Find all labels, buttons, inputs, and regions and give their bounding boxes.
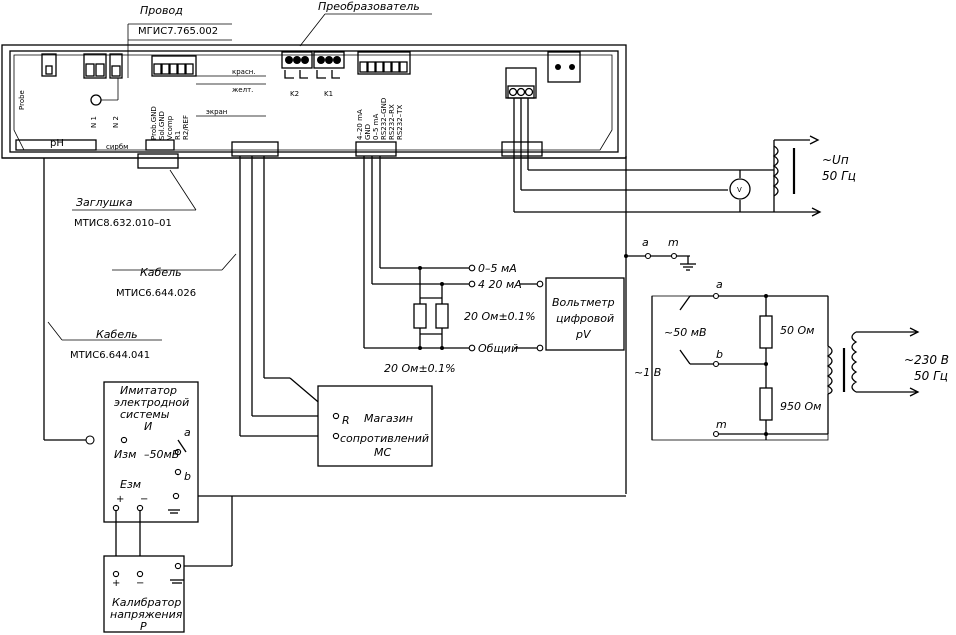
calibrator-l3: Р [140, 620, 147, 633]
col-label-0: Prob.GND [150, 106, 158, 140]
divider-in-label: ~50 мВ [664, 326, 707, 339]
term-m-div: m [716, 418, 727, 431]
r-top-label: 50 Ом [780, 324, 814, 337]
cal-minus: − [136, 578, 144, 589]
mains-hz-label: 50 Гц [914, 369, 948, 383]
probe-label: Probe [18, 90, 26, 110]
magazine-r-mark: R [342, 414, 350, 427]
term-a-div: a [716, 278, 723, 291]
wiring [43, 13, 920, 567]
imit-minus: − [140, 494, 148, 505]
imitator-l4: И [144, 420, 152, 433]
common-label: Общий [478, 342, 518, 355]
esm-label: Eзм [120, 478, 141, 491]
cal-plus: + [112, 578, 120, 589]
imitator-title: Имитатор [120, 384, 177, 397]
imit-plus: + [116, 494, 124, 505]
ekran-label: экран [206, 108, 227, 116]
ph-connector [15, 53, 175, 151]
cable-glands [137, 141, 543, 169]
magazine-l3: МС [374, 446, 391, 459]
out-label-2: 0–5 mA [372, 114, 380, 140]
out-label-5: RS232–TX [396, 105, 404, 140]
calibrator-title: Калибратор [112, 596, 181, 609]
out-label-1: GND [364, 124, 372, 140]
imitator-l2: электродной [114, 396, 189, 409]
output-terminal-block [357, 51, 411, 75]
zhelt-label: желт. [232, 86, 253, 94]
imit-mv-label: –50мВ [144, 448, 179, 461]
ph-label: pH [50, 138, 64, 149]
imit-term-b: b [184, 470, 191, 483]
izm-label: Изм [114, 448, 136, 461]
out-label-3: RS232–GND [380, 98, 388, 140]
out-label-0: 4–20 mA [356, 109, 364, 140]
converter-housing [1, 44, 627, 159]
resistance-magazine-box [317, 385, 433, 467]
col-label-3: R1 [174, 131, 182, 140]
wire-code: МГИС7.765.002 [138, 26, 218, 37]
cable1-label: Кабель [140, 266, 182, 279]
out-05-label: 0–5 мА [478, 262, 517, 275]
imitator-box [85, 381, 199, 574]
k2-label: K2 [290, 90, 299, 98]
calibrator-l2: напряжения [110, 608, 183, 621]
magazine-title: Магазин [364, 412, 413, 425]
n1-label: N 1 [90, 116, 98, 128]
imit-term-a: a [184, 426, 191, 439]
n2-label: N 2 [112, 116, 120, 128]
cable2-code: МТИС6.644.041 [70, 350, 150, 361]
k1-label: K1 [324, 90, 333, 98]
supply-hz-label: 50 Гц [822, 169, 856, 183]
voltmeter-id: pV [575, 328, 592, 341]
imitator-l3: системы [120, 408, 170, 421]
plug-label: Заглушка [76, 196, 133, 209]
mains-v-label: ~230 В [904, 353, 949, 367]
plug-code: МТИС8.632.010–01 [74, 218, 172, 229]
col-label-2: Vcomp [166, 115, 174, 140]
converter-label: Преобразователь [318, 0, 420, 13]
res-series-label: 20 Ом±0.1% [384, 362, 456, 375]
cable2-label: Кабель [96, 328, 138, 341]
out-label-4: RS232–RX [388, 104, 396, 140]
wire-label: Провод [140, 4, 183, 17]
out-420-label: 4 20 мА [478, 278, 522, 291]
r-bot-label: 950 Ом [780, 400, 821, 413]
res-parallel-label: 20 Ом±0.1% [464, 310, 536, 323]
divider-src-label: ~1 В [634, 366, 661, 379]
power-terminal [505, 51, 581, 99]
kras-label: красн. [232, 68, 256, 76]
voltmeter-sub: цифровой [556, 312, 614, 325]
voltmeter-title: Вольтметр [552, 296, 615, 309]
term-m-top: m [668, 236, 679, 249]
relay-blocks [281, 51, 345, 79]
supply-un-label: ~Uп [822, 153, 849, 167]
voltmeter-box [545, 277, 625, 351]
col-label-4: R2/REF [182, 115, 190, 140]
sirbm-label: сирбм [106, 143, 128, 151]
magazine-l2: сопротивлений [340, 432, 429, 445]
term-a-top: a [642, 236, 649, 249]
voltmeter-symbol: V [737, 186, 742, 194]
sensor-terminal-block [151, 55, 266, 117]
term-b-div: b [716, 348, 723, 361]
cable1-code: МТИС6.644.026 [116, 288, 196, 299]
calibrator-box [103, 555, 185, 633]
col-label-1: Sol.GND [158, 111, 166, 140]
